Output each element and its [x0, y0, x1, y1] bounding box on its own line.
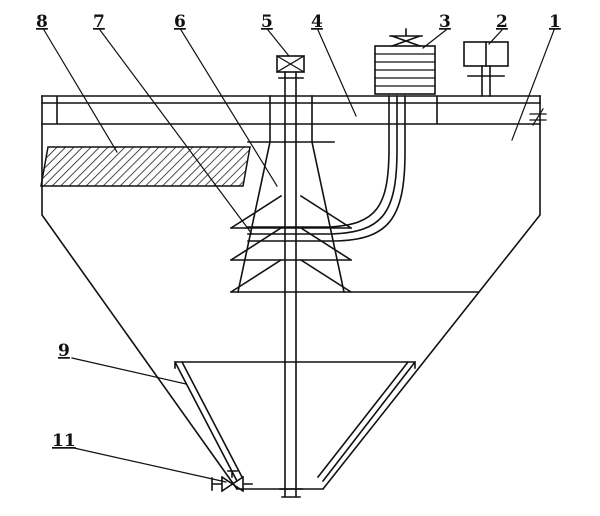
callout-labels: 8 7 6 5 4 3 2 1 9 11 [36, 12, 561, 451]
feedwell-baffles [229, 95, 479, 294]
feed-pipe [247, 95, 406, 242]
leader-11 [73, 447, 227, 483]
top-launder [41, 95, 541, 125]
callout-8: 8 [36, 12, 48, 32]
callout-7: 7 [93, 12, 105, 32]
drive-assembly [374, 28, 436, 95]
leader-3 [422, 29, 447, 49]
callout-11: 11 [52, 431, 76, 451]
leader-5 [267, 29, 290, 57]
callout-9: 9 [58, 341, 70, 361]
leader-7 [99, 29, 253, 235]
leader-lines [43, 29, 555, 483]
callout-4: 4 [311, 12, 323, 32]
leader-8 [43, 29, 118, 153]
discharge-valve [211, 470, 253, 493]
callout-3: 3 [439, 12, 451, 32]
leader-2 [488, 29, 503, 45]
callout-6: 6 [174, 12, 186, 32]
leader-9 [71, 357, 187, 385]
leader-4 [317, 29, 357, 117]
callout-5: 5 [261, 12, 273, 32]
callout-1: 1 [549, 12, 561, 32]
inclined-plate-pack [40, 146, 251, 187]
callout-2: 2 [496, 12, 508, 32]
central-shaft [276, 55, 305, 498]
shaft-top-cap [276, 55, 305, 73]
overflow-tank [463, 41, 509, 97]
inner-cone [173, 360, 417, 483]
leader-6 [180, 29, 278, 187]
leader-1 [511, 29, 555, 141]
hatched-plate-region [40, 146, 251, 187]
level-mark [529, 108, 547, 126]
